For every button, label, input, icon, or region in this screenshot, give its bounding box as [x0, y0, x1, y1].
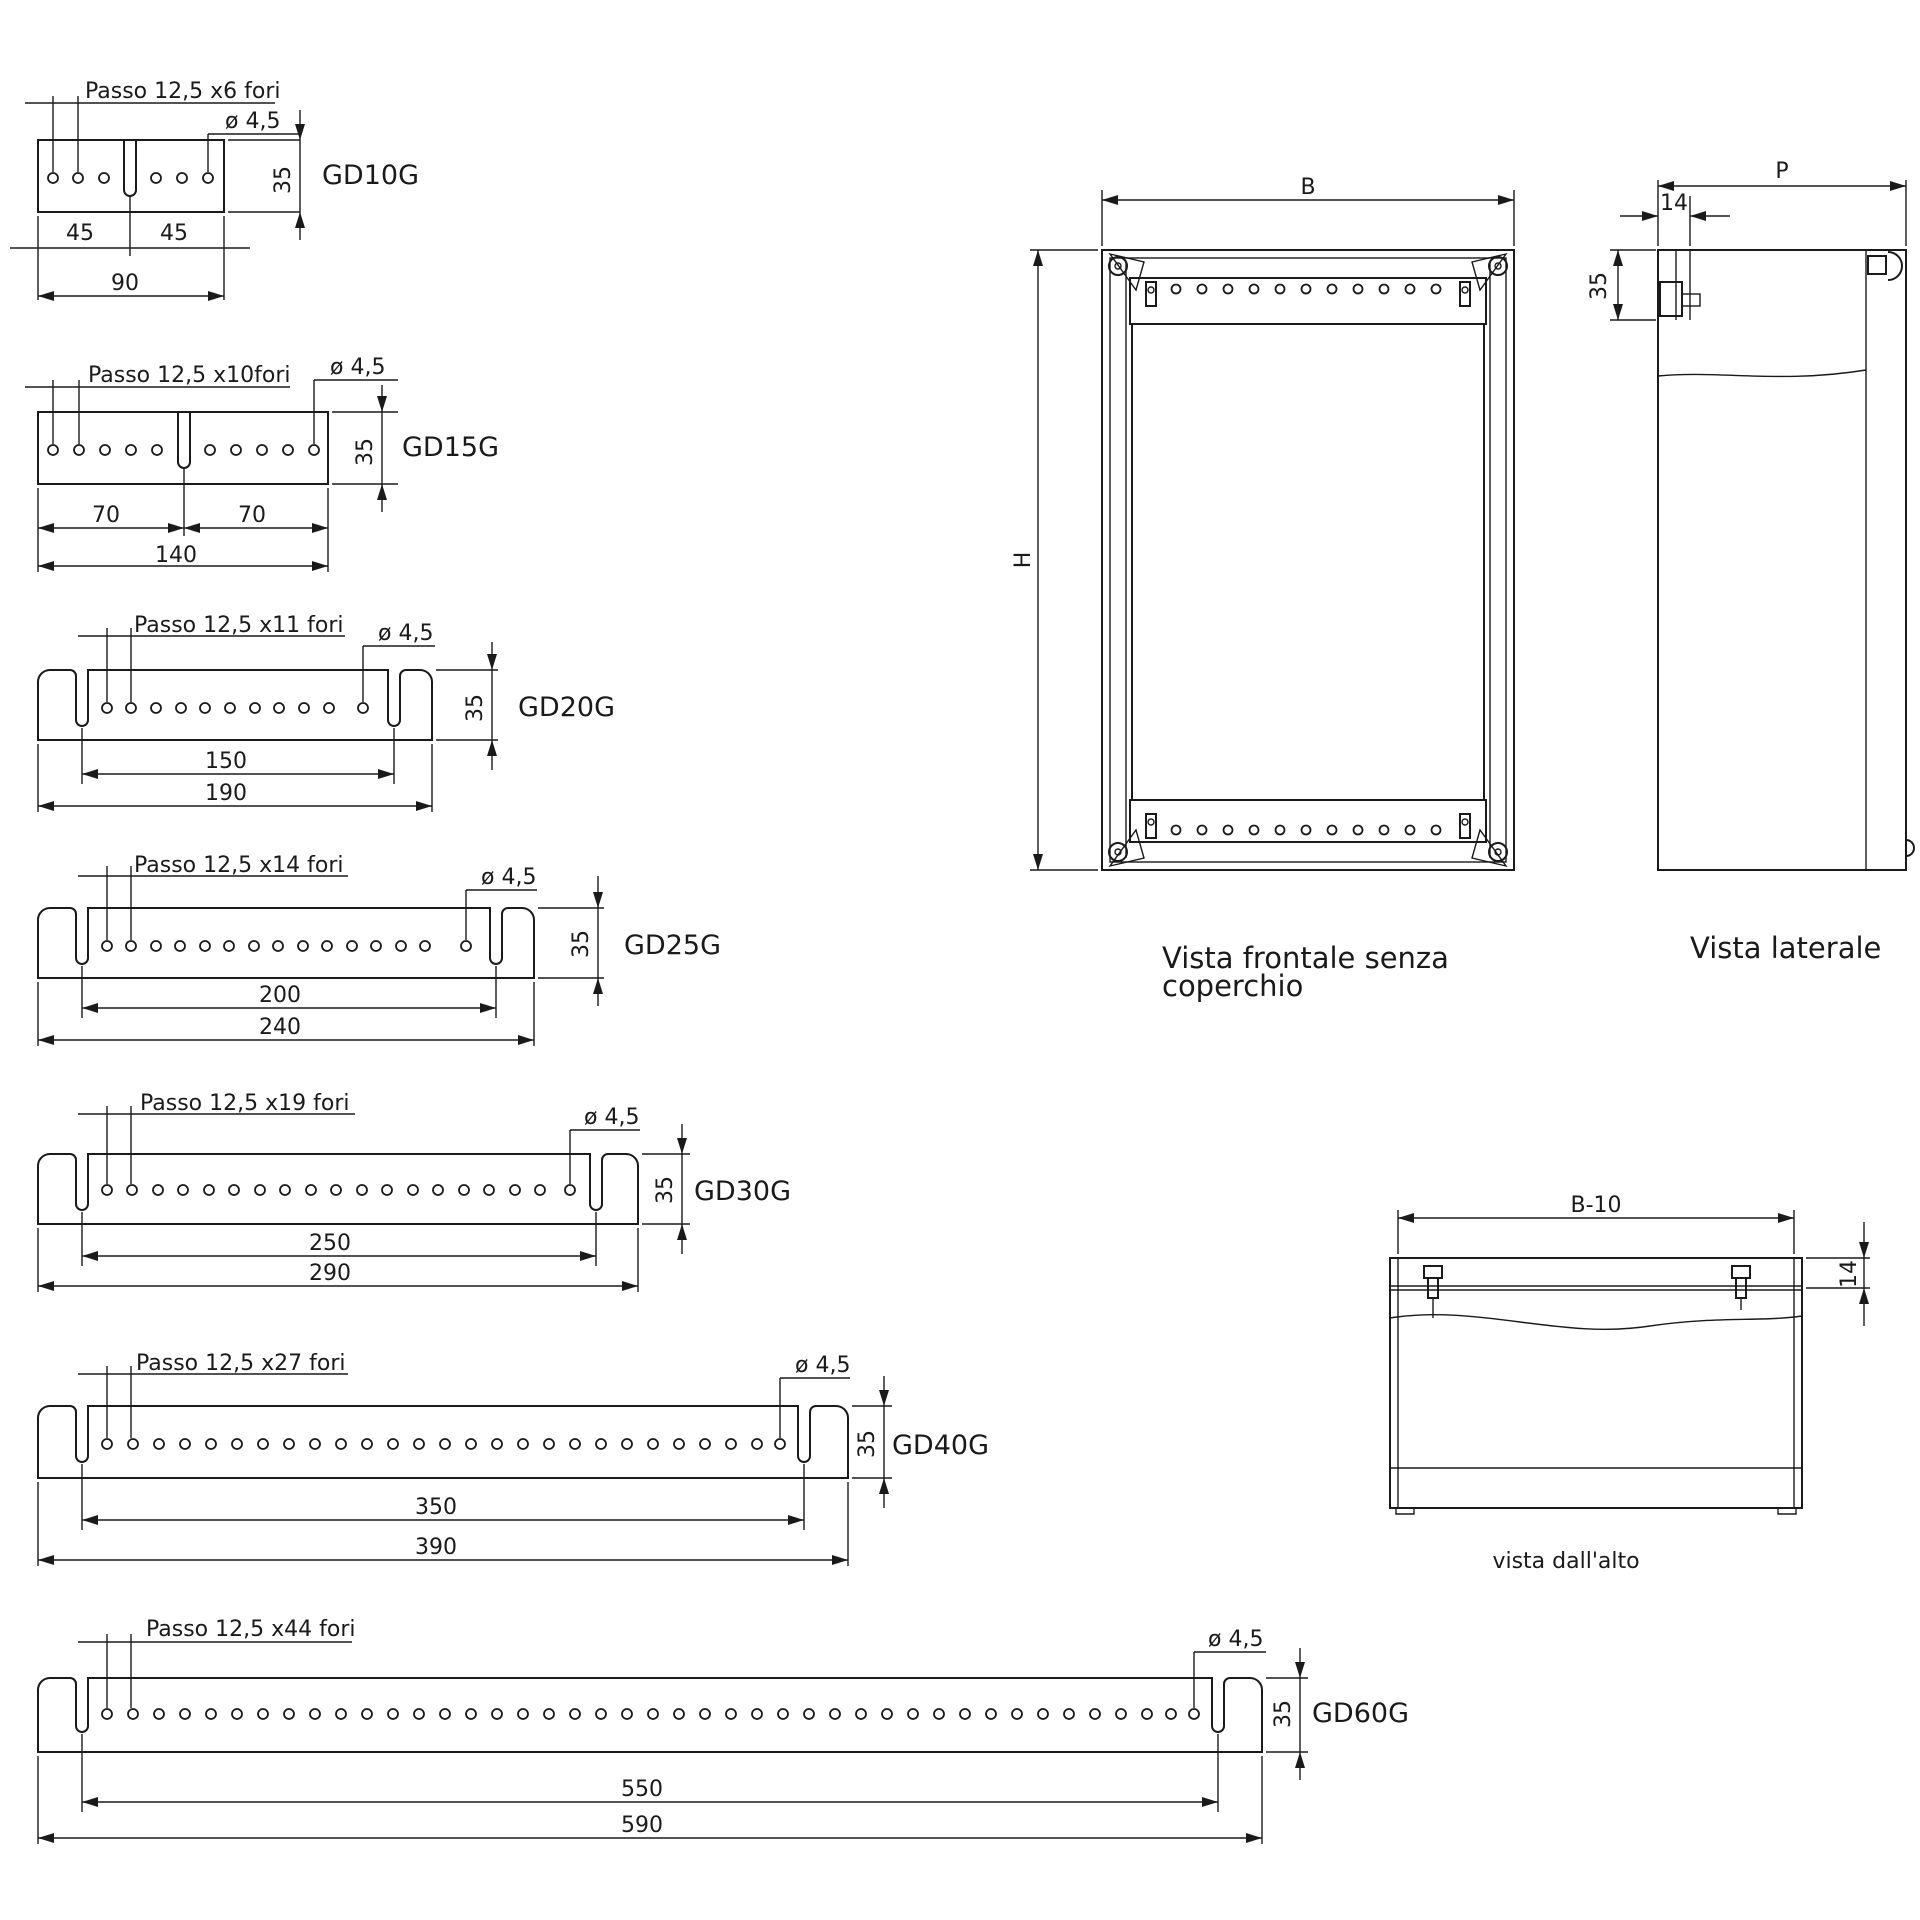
half-left-label: 70 [92, 503, 120, 528]
height-label: 35 [1271, 1700, 1296, 1728]
pitch-label: Passo 12,5 x27 fori [136, 1351, 345, 1376]
hole-row [101, 1708, 1200, 1720]
hole-diameter-label: ø 4,5 [225, 109, 280, 134]
bar-body [37, 411, 329, 485]
depth-label: P [1775, 159, 1788, 184]
side-view-caption: Vista laterale [1690, 931, 1881, 965]
offset-label: 14 [1837, 1260, 1862, 1288]
side-outline [1657, 249, 1907, 871]
bar-gd20g: Passo 12,5 x11 fori ø 4,5 35 GD20G 150 1… [37, 613, 615, 812]
half-right-label: 45 [160, 221, 188, 246]
bar-gd25g: Passo 12,5 x14 fori ø 4,5 35 GD25G 200 2… [37, 853, 721, 1046]
rail-height-label: 35 [1587, 272, 1612, 300]
bottom-rail-holes [1170, 824, 1442, 836]
front-view: B H Vista frontale senza coperchio [1011, 175, 1515, 1003]
center-slot [177, 412, 191, 469]
side-rail [1659, 281, 1683, 317]
bar-body [37, 1677, 1263, 1753]
bar-gd15g: Passo 12,5 x10fori ø 4,5 35 GD15G 70 70 … [25, 355, 499, 572]
side-view: P 14 35 Vista laterale [1587, 159, 1915, 965]
hole-row [101, 1438, 786, 1450]
top-view: B-10 14 vista dall'alto [1389, 1193, 1870, 1574]
bar-code: GD20G [518, 692, 615, 723]
hole-diameter-label: ø 4,5 [378, 621, 433, 646]
pitch-label: Passo 12,5 x6 fori [85, 79, 281, 104]
total-length-label: 90 [111, 271, 139, 296]
height-label: 35 [271, 166, 296, 194]
height-label: 35 [653, 1176, 678, 1204]
total-length-label: 290 [309, 1261, 351, 1286]
bar-code: GD60G [1312, 1698, 1409, 1729]
pitch-label: Passo 12,5 x19 fori [140, 1091, 349, 1116]
enclosure-outline [1101, 249, 1515, 871]
bar-body [37, 907, 535, 979]
mounting-area [1131, 323, 1485, 801]
hole-diameter-label: ø 4,5 [1208, 1627, 1263, 1652]
bottom-rail [1129, 799, 1487, 843]
hole-diameter-label: ø 4,5 [330, 355, 385, 380]
hole-diameter-label: ø 4,5 [584, 1105, 639, 1130]
bar-body [37, 1405, 849, 1479]
total-length-label: 190 [205, 781, 247, 806]
hole-row [101, 940, 472, 952]
inner-length-label: 350 [415, 1495, 457, 1520]
bar-code: GD30G [694, 1176, 791, 1207]
bar-code: GD25G [624, 930, 721, 961]
bar-code: GD10G [322, 160, 419, 191]
top-view-caption: vista dall'alto [1492, 1549, 1639, 1574]
top-rail-holes [1170, 283, 1442, 295]
half-left-label: 45 [66, 221, 94, 246]
pitch-label: Passo 12,5 x11 fori [134, 613, 343, 638]
total-length-label: 590 [621, 1813, 663, 1838]
center-slot [123, 140, 137, 197]
height-label: 35 [569, 930, 594, 958]
inner-length-label: 150 [205, 749, 247, 774]
pitch-label: Passo 12,5 x44 fori [146, 1617, 355, 1642]
bar-body [37, 1153, 639, 1225]
corner-screw-icons [1108, 252, 1508, 868]
bar-gd30g: Passo 12,5 x19 fori ø 4,5 35 GD30G 250 2… [37, 1091, 791, 1292]
bar-code: GD40G [892, 1430, 989, 1461]
hinge [1867, 255, 1887, 275]
top-view-fixings [1423, 1265, 1751, 1318]
inner-length-label: 550 [621, 1777, 663, 1802]
bar-body [37, 139, 225, 213]
hole-diameter-label: ø 4,5 [795, 1353, 850, 1378]
offset-label: 14 [1660, 191, 1688, 216]
total-length-label: 240 [259, 1015, 301, 1040]
hole-row [47, 444, 320, 456]
height-label: 35 [463, 694, 488, 722]
height-label: H [1011, 552, 1036, 569]
height-label: 35 [855, 1430, 880, 1458]
total-length-label: 390 [415, 1535, 457, 1560]
hole-diameter-label: ø 4,5 [481, 865, 536, 890]
inner-length-label: 200 [259, 983, 301, 1008]
front-view-caption-line1: Vista frontale senza [1162, 941, 1449, 975]
pitch-label: Passo 12,5 x10fori [88, 363, 291, 388]
height-label: 35 [353, 438, 378, 466]
hole-row [47, 172, 214, 184]
inner-length-label: 250 [309, 1231, 351, 1256]
total-length-label: 140 [155, 543, 197, 568]
bar-gd10g: Passo 12,5 x6 fori ø 4,5 35 GD10G 45 45 … [10, 79, 419, 301]
bar-gd60g: Passo 12,5 x44 fori ø 4,5 35 GD60G 550 5… [37, 1617, 1409, 1844]
hole-row [101, 1184, 576, 1196]
half-right-label: 70 [238, 503, 266, 528]
width-label: B [1300, 175, 1315, 200]
pitch-label: Passo 12,5 x14 fori [134, 853, 343, 878]
width-label: B-10 [1570, 1193, 1621, 1218]
bar-gd40g: Passo 12,5 x27 fori ø 4,5 35 GD40G 350 3… [37, 1351, 989, 1566]
bar-body [37, 669, 433, 741]
hole-row [101, 702, 369, 714]
top-outline [1389, 1257, 1803, 1509]
bar-code: GD15G [402, 432, 499, 463]
front-view-caption-line2: coperchio [1162, 969, 1303, 1003]
